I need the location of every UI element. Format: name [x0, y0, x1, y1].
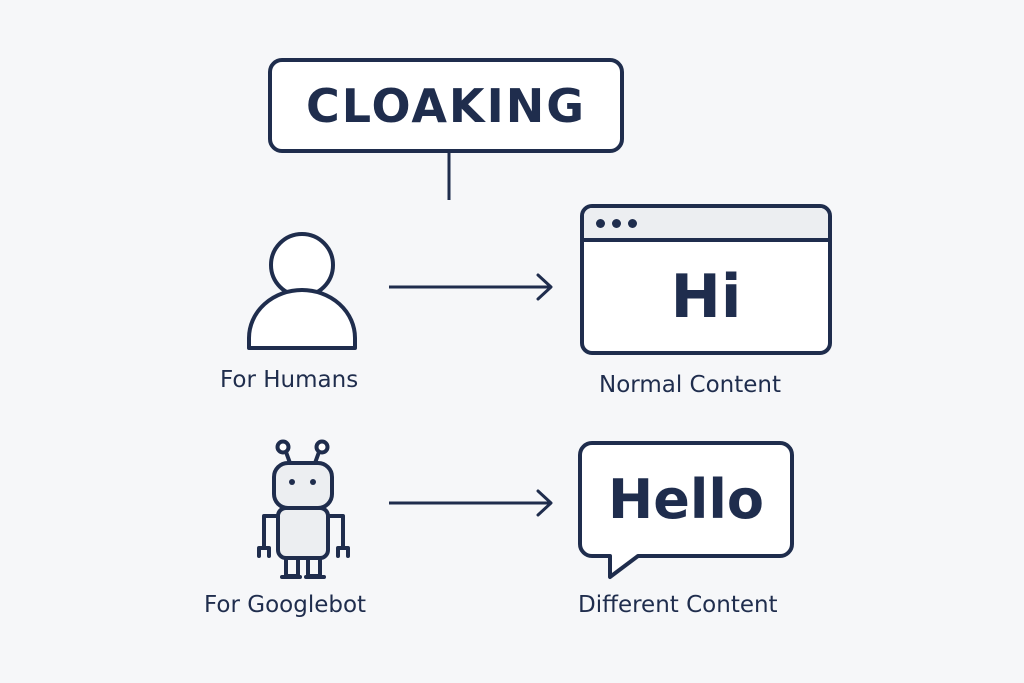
robot-icon [257, 439, 350, 579]
normal-content-label: Normal Content [599, 372, 782, 398]
browser-window-icon: Hi [580, 204, 832, 355]
bubble-content-text: Hello [608, 467, 764, 531]
browser-content-text: Hi [670, 261, 742, 332]
person-icon [247, 232, 357, 350]
arrow-icon [389, 489, 553, 517]
window-dot-icon [596, 218, 605, 228]
different-content-label: Different Content [578, 592, 778, 618]
for-googlebot-label: For Googlebot [204, 592, 367, 618]
speech-bubble-icon [578, 441, 794, 579]
for-humans-label: For Humans [220, 367, 359, 393]
window-dot-icon [628, 218, 637, 228]
title-box: CLOAKING [268, 58, 624, 153]
arrow-icon [389, 273, 553, 301]
diagram-title: CLOAKING [306, 78, 586, 133]
browser-title-bar [584, 208, 828, 242]
window-dot-icon [612, 218, 621, 228]
